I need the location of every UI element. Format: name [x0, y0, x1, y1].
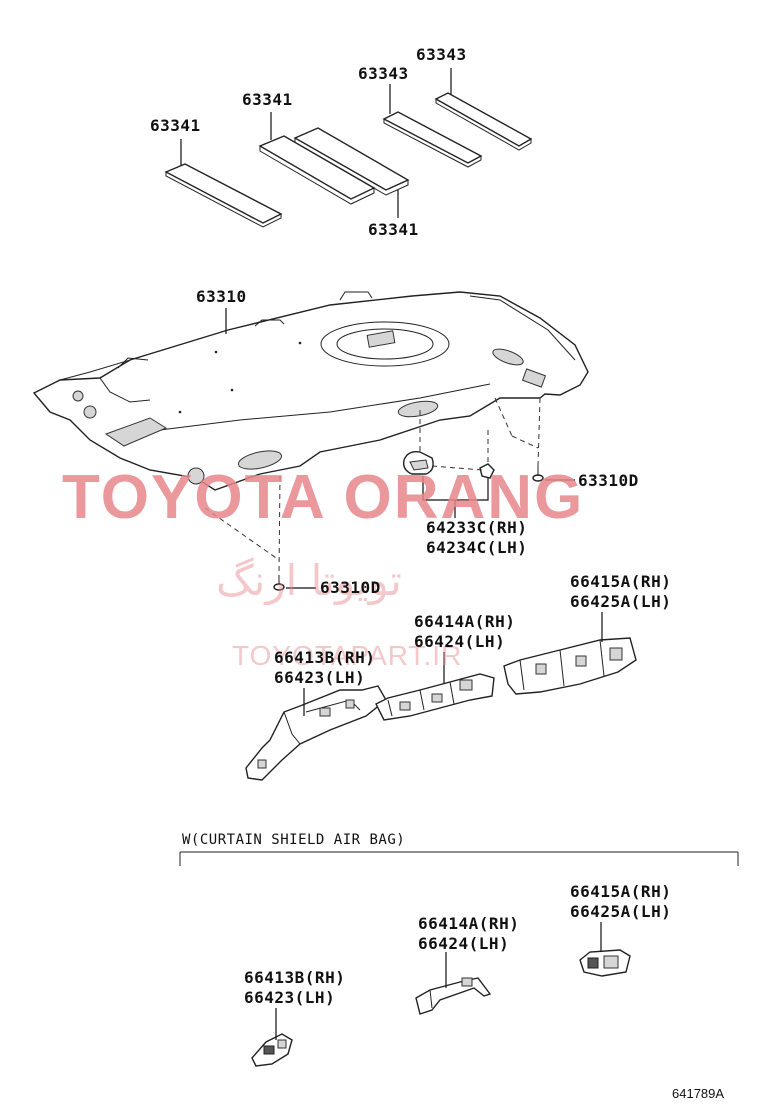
label-63341-right[interactable]: 63341	[368, 220, 419, 239]
label-63310[interactable]: 63310	[196, 287, 247, 306]
label-66413b[interactable]: 66413B(RH)	[274, 648, 376, 667]
label-63341-left[interactable]: 63341	[150, 116, 201, 135]
label-airbag-66424[interactable]: 66424(LH)	[418, 934, 510, 953]
pad-63341-left[interactable]	[164, 163, 283, 228]
bracket-66413b[interactable]	[245, 685, 387, 781]
label-63310d-left[interactable]: 63310D	[320, 578, 381, 597]
label-66423[interactable]: 66423(LH)	[274, 668, 366, 687]
watermark-site: TOYOTAPART.IR	[232, 640, 463, 671]
label-airbag-66413b[interactable]: 66413B(RH)	[244, 968, 346, 987]
bracket-66414a[interactable]	[375, 673, 495, 721]
figure-code: 641789A	[672, 1086, 725, 1101]
label-airbag-66425a[interactable]: 66425A(LH)	[570, 902, 672, 921]
pad-63343-lower[interactable]	[382, 111, 483, 168]
label-66424[interactable]: 66424(LH)	[414, 632, 506, 651]
label-64233c[interactable]: 64233C(RH)	[426, 518, 528, 537]
airbag-bracket-66414a[interactable]	[415, 977, 492, 1015]
label-63341-middle[interactable]: 63341	[242, 90, 293, 109]
label-66415a[interactable]: 66415A(RH)	[570, 572, 672, 591]
clip-63310d-left[interactable]	[273, 575, 285, 591]
bracket-66415a[interactable]	[503, 637, 637, 695]
label-66425a[interactable]: 66425A(LH)	[570, 592, 672, 611]
airbag-bracket-66415a[interactable]	[579, 949, 631, 977]
pad-63343-upper[interactable]	[434, 92, 533, 151]
label-63310d-right[interactable]: 63310D	[578, 471, 639, 490]
visor-clip[interactable]	[479, 463, 495, 479]
headliner-63310[interactable]	[32, 291, 589, 491]
label-airbag-66414a[interactable]: 66414A(RH)	[418, 914, 520, 933]
airbag-bracket-66413b[interactable]	[251, 1033, 293, 1067]
watermark-brand: TOYOTA ORANG	[62, 463, 585, 532]
label-64234c[interactable]: 64234C(LH)	[426, 538, 528, 557]
label-airbag-66423[interactable]: 66423(LH)	[244, 988, 336, 1007]
section-airbag-title: W(CURTAIN SHIELD AIR BAG)	[182, 832, 406, 848]
visor-holder-64233c[interactable]	[402, 450, 434, 475]
watermark-persian: تویوتا ارنگ	[216, 556, 402, 605]
label-63343-lower[interactable]: 63343	[358, 64, 409, 83]
pad-63341-right[interactable]	[293, 127, 410, 196]
label-63343-upper[interactable]: 63343	[416, 45, 467, 64]
label-66414a[interactable]: 66414A(RH)	[414, 612, 516, 631]
clip-63310d-right[interactable]	[532, 466, 544, 482]
label-airbag-66415a[interactable]: 66415A(RH)	[570, 882, 672, 901]
pad-63341-middle[interactable]	[258, 135, 376, 205]
